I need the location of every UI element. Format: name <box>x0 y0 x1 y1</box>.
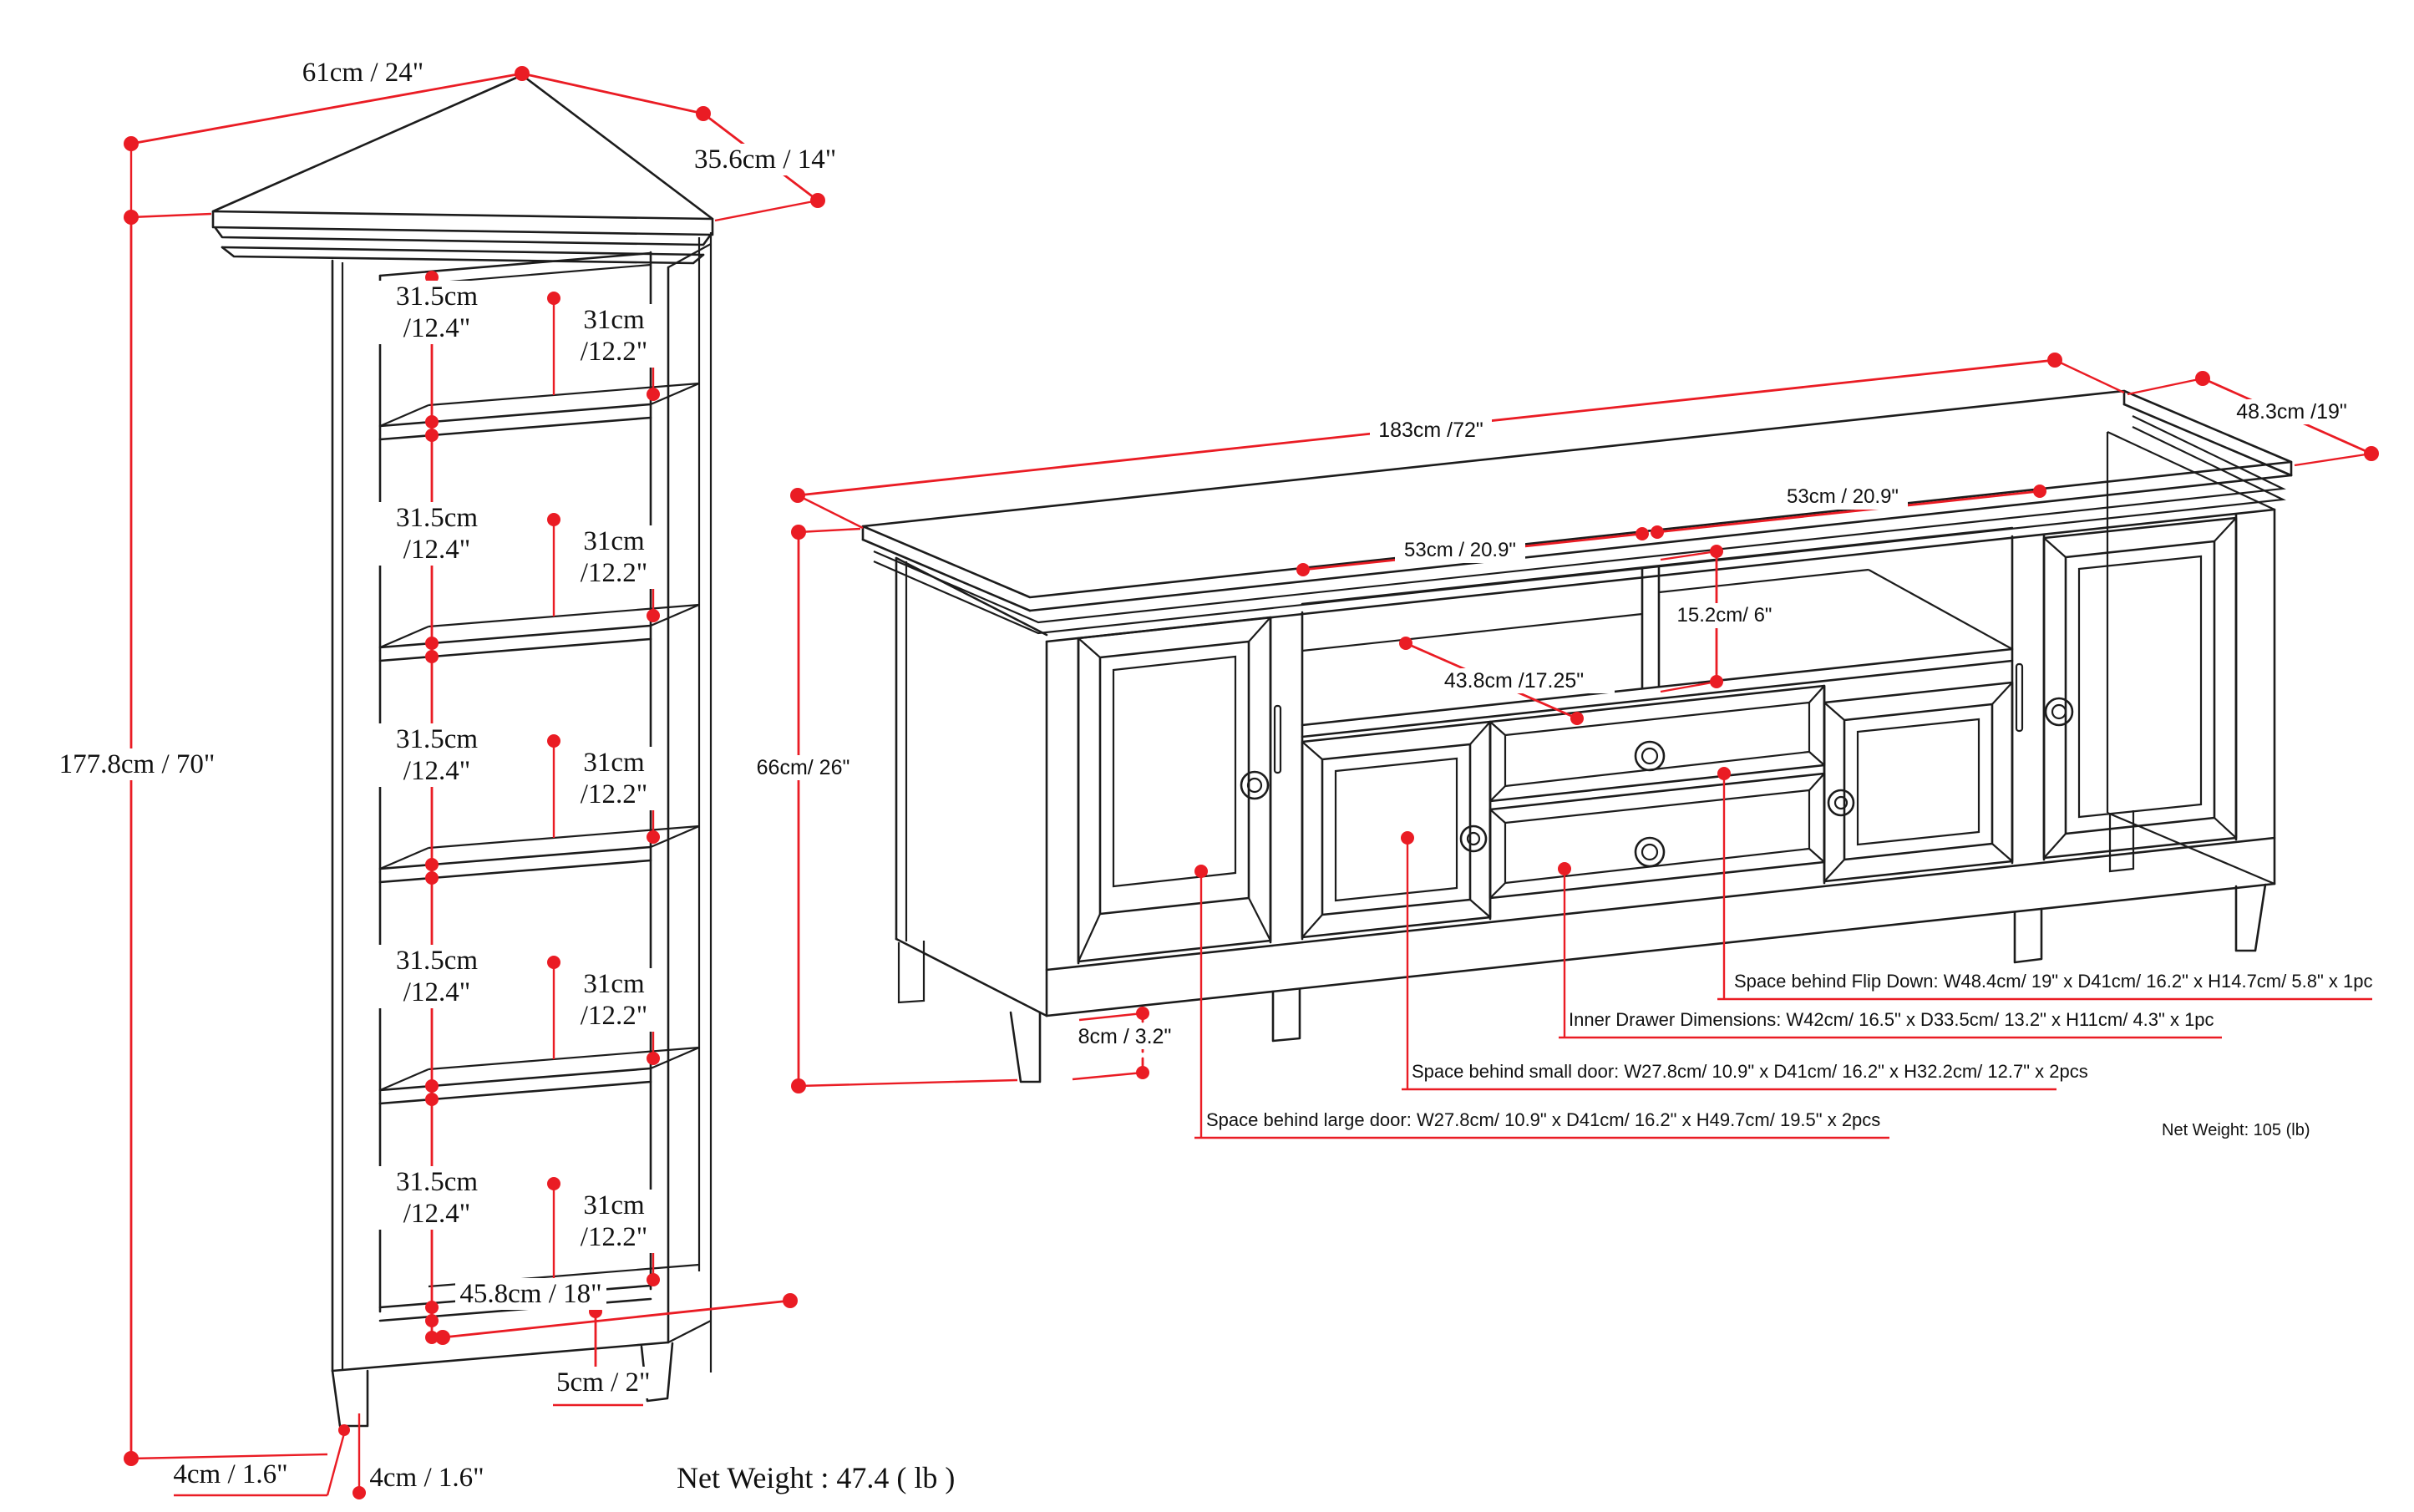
tvstand-height-label: 66cm/ 26" <box>748 755 858 780</box>
shelf-3-inner-label: 31.5cm/12.4" <box>378 723 496 787</box>
tvstand-cubby-right-label: 53cm / 20.9" <box>1778 485 1908 510</box>
tvstand-inner-drawer-annotation: Inner Drawer Dimensions: W42cm/ 16.5" x … <box>1569 1009 2214 1030</box>
small-door-right <box>1823 681 2014 883</box>
bookcase-plinth-label: 5cm / 2" <box>554 1367 652 1398</box>
tvstand-cubby-height-label: 15.2cm/ 6" <box>1666 603 1783 628</box>
bookcase-leg-depth-label: 4cm / 1.6" <box>369 1463 484 1493</box>
drawer-bottom <box>1488 772 1826 900</box>
shelf-1-depth-label: 31cm/12.2" <box>565 304 663 368</box>
tvstand-drawing <box>861 389 2293 1083</box>
tvstand-width-label: 183cm /72" <box>1370 418 1492 443</box>
leader-large-door <box>1194 865 1889 1139</box>
tvstand-flip-down-annotation: Space behind Flip Down: W48.4cm/ 19" x D… <box>1734 971 2373 992</box>
leader-inner-drawer <box>1558 862 2222 1039</box>
bookcase-leg-width-label: 4cm / 1.6" <box>173 1459 288 1489</box>
large-door-right <box>2042 516 2238 860</box>
large-door-left <box>1077 616 1272 963</box>
bookcase-top-depth-label: 35.6cm / 14" <box>692 144 839 175</box>
leader-flip-down <box>1717 767 2372 1001</box>
shelf-3-depth-label: 31cm/12.2" <box>565 747 663 810</box>
shelf-2-depth-label: 31cm/12.2" <box>565 525 663 589</box>
tvstand-cubby-left-label: 53cm / 20.9" <box>1395 538 1525 563</box>
tvstand-depth-label: 48.3cm /19" <box>2229 399 2355 424</box>
shelf-2-inner-label: 31.5cm/12.4" <box>378 502 496 566</box>
tvstand-leg-height-label: 8cm / 3.2" <box>1066 1024 1184 1049</box>
shelf-5-depth-label: 31cm/12.2" <box>565 1190 663 1253</box>
bookcase-bottom-width-label: 45.8cm / 18" <box>455 1278 606 1310</box>
shelf-5-inner-label: 31.5cm/12.4" <box>378 1166 496 1230</box>
small-door-left <box>1301 720 1492 939</box>
tvstand-net-weight: Net Weight: 105 (lb) <box>2162 1121 2310 1139</box>
bookcase-height-label: 177.8cm / 70" <box>55 748 219 780</box>
bookcase-net-weight: Net Weight : 47.4 ( lb ) <box>677 1461 956 1494</box>
bookcase-top-width-label: 61cm / 24" <box>302 58 424 88</box>
leader-small-door <box>1401 831 2056 1091</box>
tvstand-large-door-annotation: Space behind large door: W27.8cm/ 10.9" … <box>1206 1109 1881 1130</box>
shelf-4-depth-label: 31cm/12.2" <box>565 968 663 1032</box>
shelf-1-inner-label: 31.5cm/12.4" <box>378 281 496 344</box>
tvstand-cubby-depth-label: 43.8cm /17.25" <box>1413 668 1615 693</box>
tvstand-small-door-annotation: Space behind small door: W27.8cm/ 10.9" … <box>1412 1061 2088 1082</box>
shelf-4-inner-label: 31.5cm/12.4" <box>378 945 496 1008</box>
